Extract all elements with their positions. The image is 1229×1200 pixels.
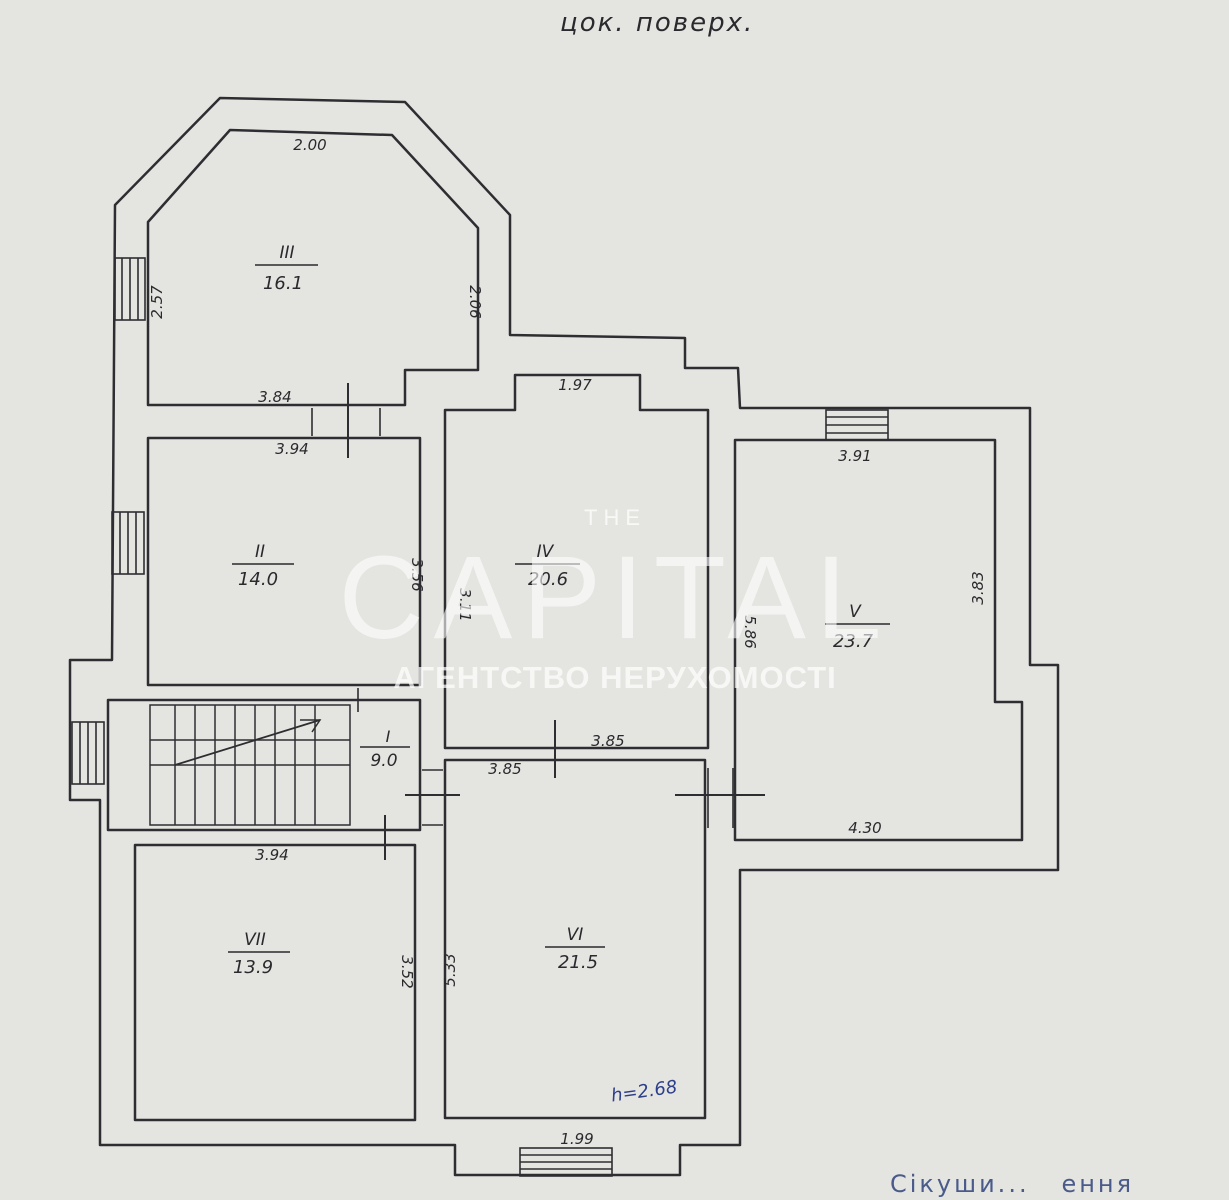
room-ii-number: II xyxy=(255,542,265,562)
dim-v-top: 3.91 xyxy=(838,447,871,465)
watermark-agency: АГЕНТСТВО НЕРУХОМОСТІ xyxy=(393,660,837,695)
outer-wall-line xyxy=(68,96,1060,1177)
room-iii-number: III xyxy=(279,243,294,263)
door-i-vii xyxy=(357,688,386,860)
dim-vi-left: 5.33 xyxy=(441,953,459,986)
door-i-vi xyxy=(405,769,460,826)
room-vii-area: 13.9 xyxy=(233,957,273,978)
dim-iii-left: 2.57 xyxy=(148,285,166,319)
watermark-logo: CAPITAL xyxy=(338,532,892,664)
dim-vii-right: 3.52 xyxy=(398,955,416,988)
dim-vii-top: 3.94 xyxy=(255,846,288,864)
watermark-the: THE xyxy=(584,505,646,530)
dim-vi-top: 3.85 xyxy=(488,760,521,778)
dim-iv-bottom: 3.85 xyxy=(591,732,624,750)
floor-title: цок. поверх. xyxy=(560,8,755,38)
room-vii-wall xyxy=(133,843,417,1122)
dim-iv-left: 3.11 xyxy=(456,588,474,621)
window-iii xyxy=(114,257,146,321)
dim-ii-top: 3.94 xyxy=(275,440,308,458)
room-vi-area: 21.5 xyxy=(558,952,598,973)
dim-v-right: 3.83 xyxy=(969,571,987,604)
window-ii xyxy=(111,511,145,575)
ceiling-height-note: h=2.68 xyxy=(610,1077,679,1107)
room-ii-wall xyxy=(146,436,422,687)
dim-iii-bottom: 3.84 xyxy=(258,388,291,406)
room-i-wall xyxy=(106,698,422,832)
window-vi xyxy=(519,1147,613,1177)
room-i-area: 9.0 xyxy=(370,751,397,771)
dim-v-bottom: 4.30 xyxy=(848,819,881,837)
dim-ii-right: 3.56 xyxy=(408,558,426,591)
room-iii-wall xyxy=(146,128,480,407)
staircase xyxy=(149,704,351,826)
dim-v-left: 5.86 xyxy=(741,615,759,648)
dim-iv-top: 1.97 xyxy=(558,376,592,394)
room-v-wall xyxy=(733,438,1024,842)
room-v-area: 23.7 xyxy=(833,631,874,652)
room-iv-area: 20.6 xyxy=(528,569,568,590)
dim-iii-top: 2.00 xyxy=(293,136,326,154)
dim-iii-right: 2.06 xyxy=(466,285,484,318)
room-i-number: I xyxy=(386,727,391,746)
room-vi-wall xyxy=(443,758,707,1120)
door-v-vi xyxy=(675,768,765,828)
window-i xyxy=(71,721,105,785)
room-ii-area: 14.0 xyxy=(238,569,278,590)
room-iv-wall xyxy=(443,373,710,750)
room-vii-number: VII xyxy=(244,930,266,950)
room-iii-area: 16.1 xyxy=(263,273,303,294)
door-iii-ii xyxy=(311,383,381,458)
dim-vi-bottom: 1.99 xyxy=(560,1130,593,1148)
window-v xyxy=(825,409,889,441)
room-v-number: V xyxy=(849,602,862,622)
room-iv-number: IV xyxy=(537,542,555,562)
room-vi-number: VI xyxy=(567,925,584,945)
stamp: Сікуши... ення xyxy=(890,1170,1135,1198)
